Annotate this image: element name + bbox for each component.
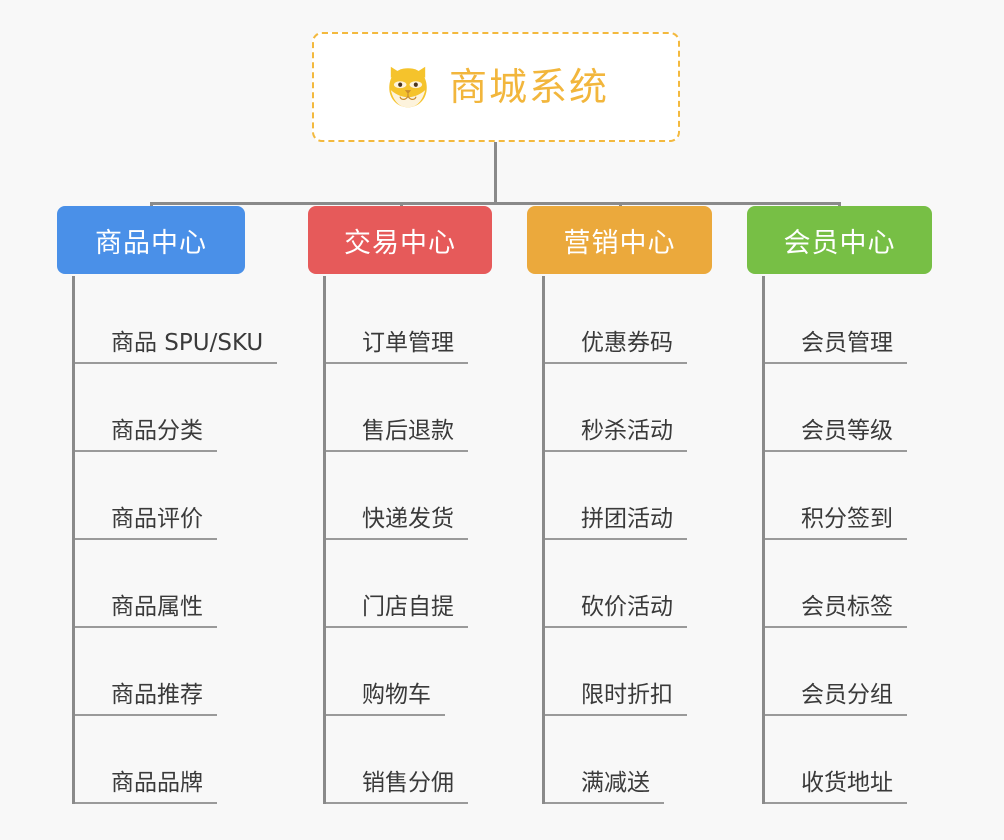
leaf-label: 快递发货 [362, 505, 454, 532]
leaf-label: 收货地址 [801, 769, 893, 796]
leaf-item[interactable]: 快递发货 [326, 452, 468, 540]
leaf-item[interactable]: 商品评价 [75, 452, 217, 540]
category-box-4-label: 会员中心 [783, 227, 896, 259]
root-title: 商城系统 [448, 65, 609, 109]
leaf-underline [765, 538, 907, 540]
leaf-underline [545, 450, 687, 452]
leaf-spine-3 [542, 276, 545, 804]
leaf-label: 销售分佣 [362, 769, 454, 796]
leaf-underline [75, 802, 217, 804]
root-node[interactable]: 商城系统 [312, 32, 680, 142]
leaf-label: 商品评价 [111, 505, 203, 532]
leaf-underline [75, 626, 217, 628]
leaf-label: 会员标签 [801, 593, 893, 620]
leaf-item[interactable]: 订单管理 [326, 276, 468, 364]
leaf-spine-4 [762, 276, 765, 804]
leaf-label: 砍价活动 [581, 593, 673, 620]
category-box-3[interactable]: 营销中心 [527, 206, 712, 274]
leaf-item[interactable]: 购物车 [326, 628, 445, 716]
leaf-spine-1 [72, 276, 75, 804]
leaf-label: 订单管理 [362, 329, 454, 356]
leaf-underline [545, 714, 687, 716]
leaf-underline [765, 362, 907, 364]
leaf-item[interactable]: 积分签到 [765, 452, 907, 540]
leaf-item[interactable]: 门店自提 [326, 540, 468, 628]
leaf-label: 积分签到 [801, 505, 893, 532]
leaf-underline [545, 626, 687, 628]
category-box-2[interactable]: 交易中心 [308, 206, 492, 274]
leaf-item[interactable]: 优惠券码 [545, 276, 687, 364]
leaf-underline [545, 362, 687, 364]
leaf-label: 商品分类 [111, 417, 203, 444]
category-box-3-label: 营销中心 [563, 227, 676, 259]
leaf-underline [326, 362, 468, 364]
leaf-label: 秒杀活动 [581, 417, 673, 444]
leaf-underline [765, 626, 907, 628]
leaf-underline [75, 538, 217, 540]
leaf-item[interactable]: 商品属性 [75, 540, 217, 628]
leaf-item[interactable]: 收货地址 [765, 716, 907, 804]
leaf-underline [545, 538, 687, 540]
leaf-spine-2 [323, 276, 326, 804]
leaf-item[interactable]: 商品 SPU/SKU [75, 276, 278, 364]
branch-bus-connector [150, 202, 840, 205]
leaf-underline [75, 362, 278, 364]
category-box-2-label: 交易中心 [344, 227, 456, 259]
category-box-1-label: 商品中心 [95, 227, 207, 259]
leaf-underline [765, 450, 907, 452]
leaf-item[interactable]: 售后退款 [326, 364, 468, 452]
leaf-item[interactable]: 商品推荐 [75, 628, 217, 716]
leaf-label: 商品属性 [111, 593, 203, 620]
leaf-label: 门店自提 [362, 593, 454, 620]
leaf-item[interactable]: 秒杀活动 [545, 364, 687, 452]
leaf-underline [326, 714, 445, 716]
leaf-label: 优惠券码 [581, 329, 673, 356]
root-trunk-connector [494, 142, 497, 204]
leaf-label: 商品 SPU/SKU [111, 329, 264, 356]
leaf-item[interactable]: 销售分佣 [326, 716, 468, 804]
leaf-label: 购物车 [362, 681, 431, 708]
leaf-label: 售后退款 [362, 417, 454, 444]
leaf-item[interactable]: 会员等级 [765, 364, 907, 452]
leaf-item[interactable]: 砍价活动 [545, 540, 687, 628]
leaf-label: 会员管理 [801, 329, 893, 356]
leaf-underline [326, 626, 468, 628]
leaf-underline [326, 450, 468, 452]
leaf-label: 限时折扣 [581, 681, 673, 708]
leaf-label: 会员分组 [801, 681, 893, 708]
category-box-4[interactable]: 会员中心 [747, 206, 932, 274]
leaf-underline [765, 714, 907, 716]
leaf-underline [765, 802, 907, 804]
leaf-underline [326, 538, 468, 540]
shiba-dog-icon [383, 62, 433, 112]
leaf-underline [75, 450, 217, 452]
leaf-underline [545, 802, 664, 804]
leaf-item[interactable]: 商品品牌 [75, 716, 217, 804]
leaf-label: 满减送 [581, 769, 650, 796]
leaf-item[interactable]: 限时折扣 [545, 628, 687, 716]
leaf-item[interactable]: 会员分组 [765, 628, 907, 716]
leaf-underline [75, 714, 217, 716]
leaf-label: 商品品牌 [111, 769, 203, 796]
leaf-item[interactable]: 会员标签 [765, 540, 907, 628]
leaf-underline [326, 802, 468, 804]
leaf-label: 商品推荐 [111, 681, 203, 708]
leaf-item[interactable]: 会员管理 [765, 276, 907, 364]
leaf-item[interactable]: 满减送 [545, 716, 664, 804]
leaf-label: 拼团活动 [581, 505, 673, 532]
leaf-item[interactable]: 商品分类 [75, 364, 217, 452]
category-box-1[interactable]: 商品中心 [57, 206, 245, 274]
leaf-label: 会员等级 [801, 417, 893, 444]
leaf-item[interactable]: 拼团活动 [545, 452, 687, 540]
